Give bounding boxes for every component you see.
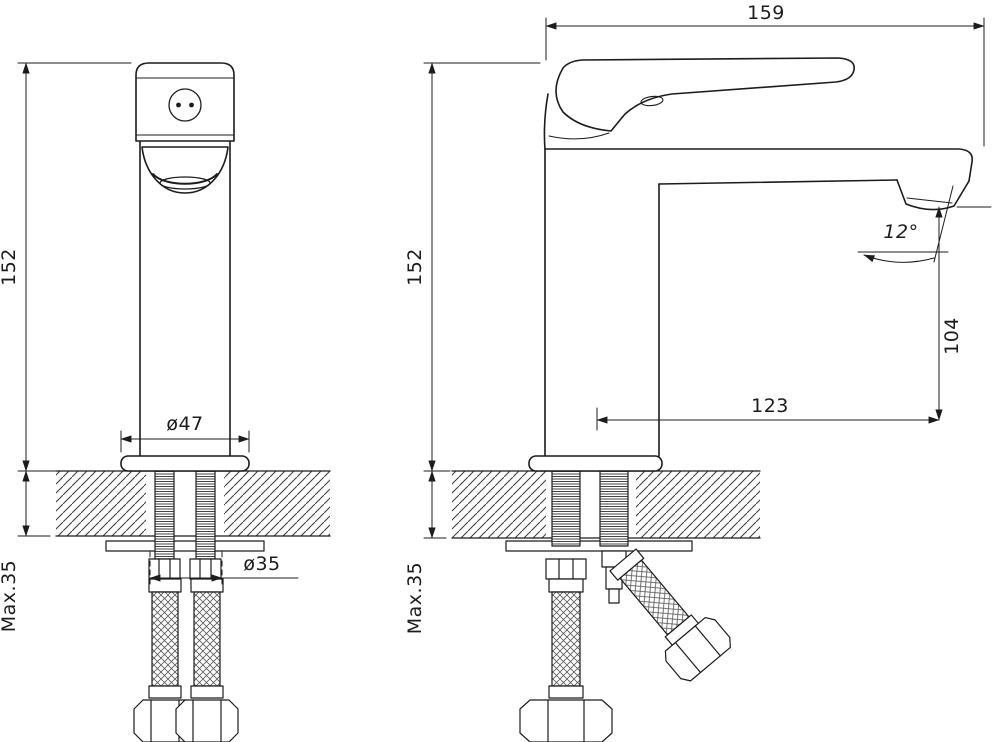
front-faucet-body: [120, 62, 250, 472]
side-spout-top-plate: [544, 148, 974, 182]
front-mounting-nut: [148, 558, 222, 580]
side-lever-handle: [555, 57, 855, 132]
front-dim-height-label: 152: [0, 248, 20, 286]
front-spout-outlet: [141, 146, 229, 194]
front-handle-cap: [135, 62, 235, 142]
side-base-flange: [528, 455, 663, 472]
side-braided-hose-diagonal: [609, 548, 731, 682]
side-dim-outlet-angle-label: 12°: [883, 221, 918, 243]
side-dim-outlet-height-label: 104: [941, 317, 963, 355]
front-indicator-ring: [168, 88, 202, 122]
side-dimensions: 159 152 Max.35 104 123: [404, 2, 992, 635]
side-faucet-body: [528, 57, 974, 472]
side-hose-hex-nut-bottom: [519, 699, 613, 742]
side-hose-hex-nut-angled: [664, 616, 731, 682]
side-lever-detail: [640, 95, 664, 107]
front-dim-hole-diameter-label: ø35: [243, 553, 280, 575]
front-body-column: [139, 140, 231, 457]
side-aerator-line: [906, 197, 953, 204]
side-dim-spout-reach: 123: [596, 395, 940, 431]
front-dim-base-diameter-label: ø47: [166, 413, 203, 435]
side-braided-hose-vertical: [548, 578, 584, 699]
front-dim-max-thickness: Max.35: [0, 470, 51, 633]
side-mounting-nut: [545, 558, 587, 580]
front-dim-base-diameter: ø47: [120, 413, 250, 453]
side-dim-height: 152: [404, 62, 541, 472]
front-washer-plate: [105, 540, 265, 552]
front-hose-hex-nut-right: [175, 699, 239, 742]
front-base-flange: [120, 455, 250, 472]
side-head-seam: [548, 132, 610, 140]
side-dim-max-thickness: Max.35: [404, 470, 447, 635]
side-dim-outlet-height: 104: [935, 206, 992, 421]
side-threaded-shank: [551, 470, 629, 547]
front-dimensions: 152 Max.35 ø47 ø35: [0, 62, 299, 633]
side-dim-max-thickness-label: Max.35: [404, 562, 426, 635]
front-dim-hole-diameter: ø35: [149, 551, 299, 587]
side-dim-spout-reach-label: 123: [751, 395, 789, 417]
side-body-left-edge: [543, 93, 549, 457]
front-braided-hose-right: [190, 578, 224, 699]
front-dim-max-thickness-label: Max.35: [0, 560, 20, 633]
front-mounting-deck: [55, 470, 331, 537]
front-aerator: [159, 176, 211, 190]
front-threaded-shank: [154, 470, 216, 560]
front-braided-hose-left: [148, 578, 182, 699]
side-dim-height-label: 152: [404, 248, 426, 286]
side-dim-overall-length: 159: [545, 2, 985, 147]
side-spout-underside: [658, 179, 898, 185]
side-dim-overall-length-label: 159: [747, 2, 785, 24]
front-indicator-dot-right: [189, 102, 194, 108]
front-view: 152 Max.35 ø47 ø35: [0, 62, 331, 742]
side-mounting-deck: [451, 470, 761, 539]
side-washer-plate: [505, 540, 693, 552]
side-spout-outlet: [896, 179, 970, 211]
front-indicator-dot-left: [176, 102, 181, 108]
front-supply-assembly: [105, 470, 265, 742]
side-dim-outlet-angle: 12°: [857, 185, 954, 263]
side-supply-assembly: [505, 470, 731, 742]
front-dim-height: 152: [0, 62, 132, 472]
side-view: 159 152 Max.35 104 123: [404, 2, 992, 742]
